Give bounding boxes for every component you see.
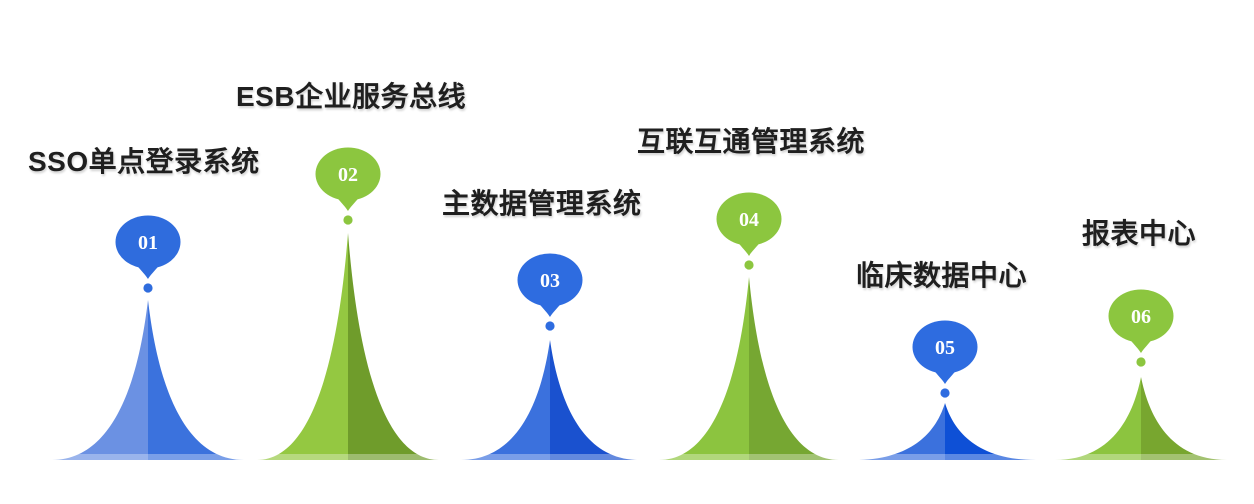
number-pin-icon (315, 147, 381, 201)
pin-tail (930, 366, 960, 384)
number-pin-icon (517, 253, 583, 307)
mountain-right-half (348, 233, 439, 460)
system-label-reports: 报表中心 (1082, 218, 1197, 249)
mountain-right-half (749, 277, 839, 460)
pin-number: 05 (935, 337, 955, 359)
system-label-interconnect: 互联互通管理系统 (637, 126, 866, 157)
pin-number: 03 (540, 270, 560, 292)
pin-dot (940, 388, 950, 398)
pin-tail (333, 193, 363, 211)
mountain-base-highlight (659, 454, 839, 460)
system-label-sso: SSO单点登录系统 (28, 146, 260, 177)
number-pin-icon (115, 215, 181, 269)
peak-graphic-esb: 02 (257, 147, 439, 460)
mountain-left-half (52, 300, 148, 460)
mountain-right-half (550, 340, 639, 460)
pin-dot (343, 215, 353, 225)
mountain-base-highlight (257, 454, 439, 460)
mountain-base-highlight (1055, 454, 1227, 460)
peak-graphic-mdm: 03 (461, 253, 639, 460)
system-label-cdr: 临床数据中心 (856, 260, 1028, 291)
mountain-base-highlight (52, 454, 244, 460)
pin-tail (1126, 335, 1156, 353)
pin-number: 06 (1131, 306, 1151, 328)
pin-dot (545, 321, 555, 331)
number-pin-icon (1108, 289, 1174, 343)
mountain-base-highlight (854, 454, 1036, 460)
mountain-right-half (148, 300, 244, 460)
pin-dot (1136, 357, 1146, 367)
peak-graphic-reports: 06 (1055, 289, 1227, 460)
mountain-right-half (945, 403, 1036, 460)
mountain-right-half (1141, 377, 1227, 460)
mountain-left-half (257, 233, 348, 460)
peak-graphic-interconnect: 04 (659, 192, 839, 460)
pin-tail (535, 299, 565, 317)
number-pin-icon (912, 320, 978, 374)
pin-tail (734, 238, 764, 256)
mountain-base-highlight (461, 454, 639, 460)
mountain-left-half (659, 277, 749, 460)
peak-graphic-cdr: 05 (854, 320, 1036, 460)
system-label-mdm: 主数据管理系统 (442, 188, 642, 219)
mountain-left-half (854, 403, 945, 460)
pin-dot (143, 283, 153, 293)
pin-number: 02 (338, 164, 358, 186)
mountain-left-half (461, 340, 550, 460)
system-label-esb: ESB企业服务总线 (236, 81, 467, 112)
pin-dot (744, 260, 754, 270)
number-pin-icon (716, 192, 782, 246)
pin-number: 04 (739, 209, 759, 231)
peak-graphic-sso: 01 (52, 215, 244, 460)
pin-tail (133, 261, 163, 279)
mountain-left-half (1055, 377, 1141, 460)
pin-number: 01 (138, 232, 158, 254)
